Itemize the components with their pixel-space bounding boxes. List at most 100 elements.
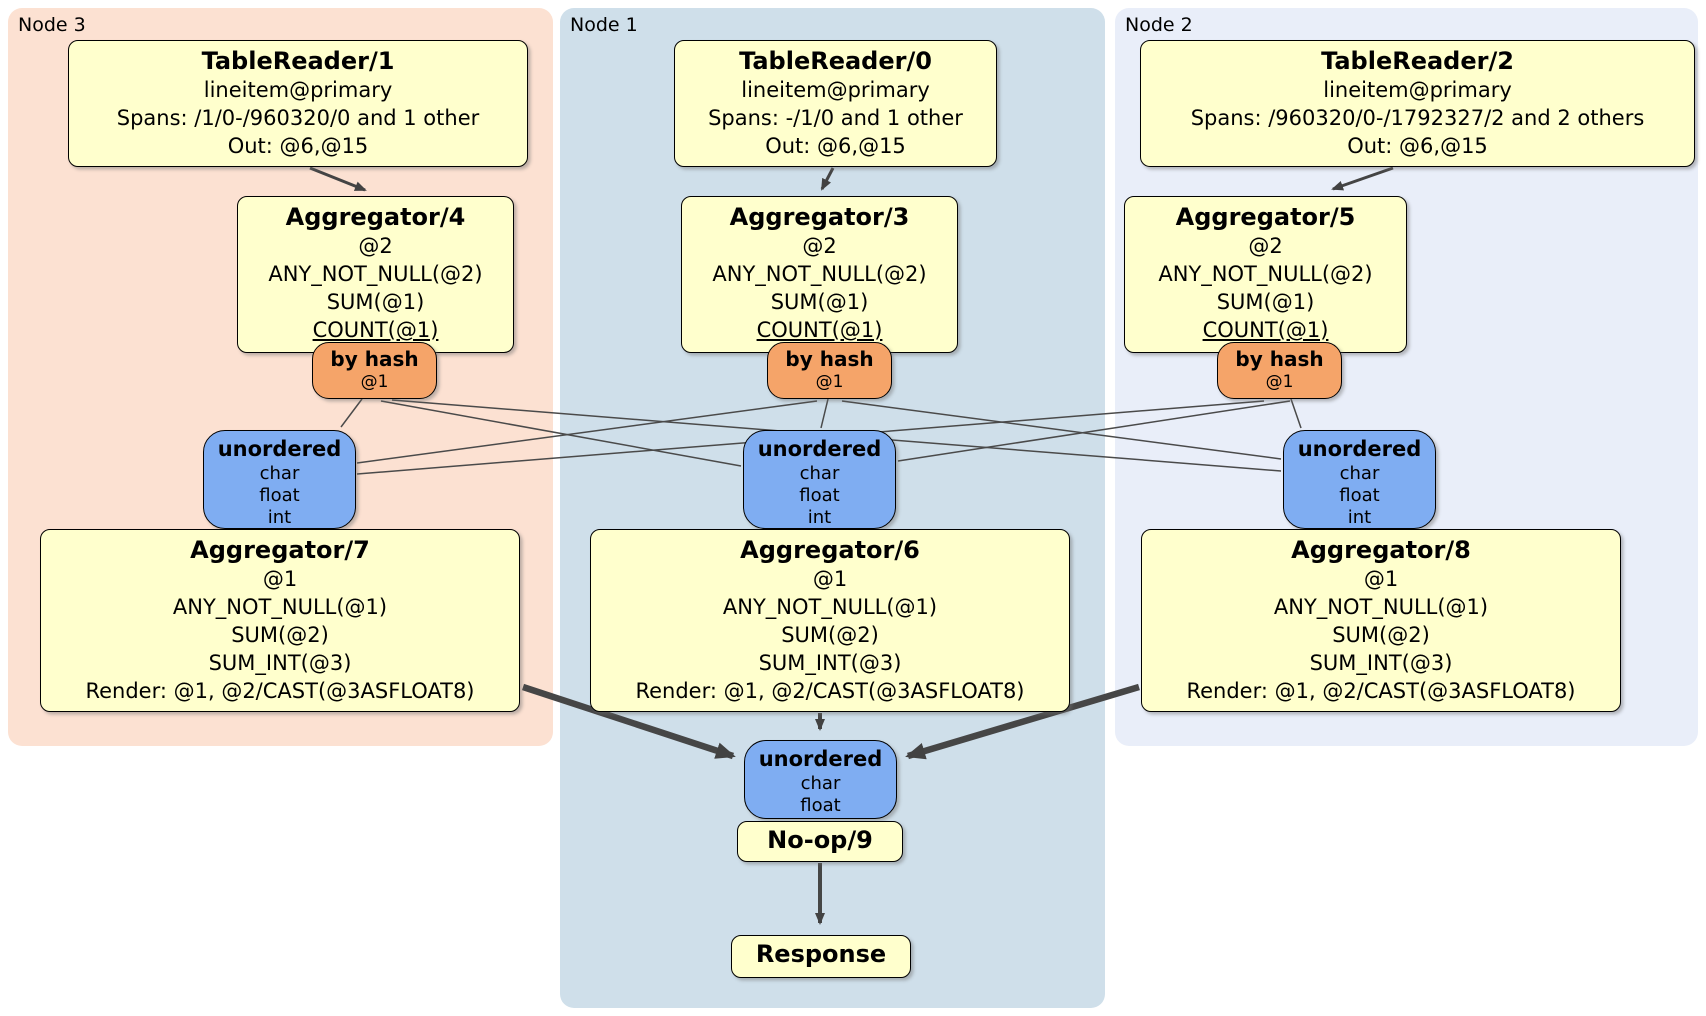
unordered-sync-node1-type: float bbox=[799, 485, 840, 506]
aggregator-8-render: Render: @1, @2/CAST(@3ASFLOAT8) bbox=[1186, 679, 1576, 703]
edge-tablereader1-aggregator4 bbox=[309, 166, 367, 192]
edge-hash2-unordered2 bbox=[1290, 398, 1302, 429]
aggregator-3-title: Aggregator/3 bbox=[729, 203, 910, 231]
aggregator-4-group-col: @2 bbox=[358, 234, 393, 258]
response-box: Response bbox=[731, 935, 911, 978]
tablereader-2-box: TableReader/2 lineitem@primary Spans: /9… bbox=[1140, 40, 1695, 167]
edge-hash3-unordered3 bbox=[340, 398, 363, 428]
unordered-sync-node3-title: unordered bbox=[217, 437, 342, 461]
aggregator-6-box: Aggregator/6 @1 ANY_NOT_NULL(@1) SUM(@2)… bbox=[590, 529, 1070, 712]
by-hash-router-node3-title: by hash bbox=[330, 347, 419, 371]
noop-title: No-op/9 bbox=[767, 826, 873, 854]
aggregator-3-expr: SUM(@1) bbox=[770, 290, 869, 314]
edge-hash1-unordered2 bbox=[841, 400, 1282, 460]
tablereader-0-out: Out: @6,@15 bbox=[765, 134, 906, 158]
aggregator-4-expr: COUNT(@1) bbox=[312, 318, 439, 342]
aggregator-5-title: Aggregator/5 bbox=[1175, 203, 1356, 231]
aggregator-5-expr: SUM(@1) bbox=[1216, 290, 1315, 314]
unordered-sync-node3-type: int bbox=[267, 507, 292, 528]
aggregator-3-group-col: @2 bbox=[802, 234, 837, 258]
tablereader-1-spans: Spans: /1/0-/960320/0 and 1 other bbox=[116, 106, 480, 130]
tablereader-1-title: TableReader/1 bbox=[201, 47, 395, 75]
aggregator-6-group-col: @1 bbox=[812, 567, 848, 591]
aggregator-7-render: Render: @1, @2/CAST(@3ASFLOAT8) bbox=[85, 679, 475, 703]
edge-aggregator8-unordered-final bbox=[905, 683, 1140, 760]
aggregator-8-box: Aggregator/8 @1 ANY_NOT_NULL(@1) SUM(@2)… bbox=[1141, 529, 1621, 712]
unordered-sync-node2: unordered char float int bbox=[1283, 430, 1436, 529]
by-hash-router-node2-title: by hash bbox=[1235, 347, 1324, 371]
edge-tablereader2-aggregator5 bbox=[1331, 166, 1394, 191]
tablereader-2-index: lineitem@primary bbox=[1323, 78, 1512, 102]
unordered-sync-final-type: char bbox=[800, 773, 841, 794]
aggregator-3-expr: ANY_NOT_NULL(@2) bbox=[712, 262, 927, 286]
tablereader-2-spans: Spans: /960320/0-/1792327/2 and 2 others bbox=[1190, 106, 1645, 130]
tablereader-0-spans: Spans: -/1/0 and 1 other bbox=[708, 106, 963, 130]
panel-node-1-label: Node 1 bbox=[570, 14, 638, 36]
aggregator-8-expr: SUM(@2) bbox=[1332, 623, 1430, 647]
unordered-sync-node1-type: int bbox=[807, 507, 832, 528]
unordered-sync-final: unordered char float bbox=[744, 740, 897, 819]
by-hash-router-node3: by hash @1 bbox=[312, 342, 437, 399]
aggregator-5-group-col: @2 bbox=[1248, 234, 1283, 258]
by-hash-router-node1-column: @1 bbox=[815, 372, 844, 392]
aggregator-8-title: Aggregator/8 bbox=[1291, 536, 1471, 564]
tablereader-2-title: TableReader/2 bbox=[1321, 47, 1514, 75]
unordered-sync-node3-type: float bbox=[259, 485, 300, 506]
unordered-sync-final-type: float bbox=[800, 795, 841, 816]
aggregator-5-expr: COUNT(@1) bbox=[1202, 318, 1329, 342]
aggregator-7-expr: SUM_INT(@3) bbox=[208, 651, 352, 675]
aggregator-7-expr: SUM(@2) bbox=[231, 623, 329, 647]
aggregator-4-box: Aggregator/4 @2 ANY_NOT_NULL(@2) SUM(@1)… bbox=[237, 196, 514, 353]
by-hash-router-node1: by hash @1 bbox=[767, 342, 892, 399]
edge-hash1-unordered1 bbox=[820, 398, 829, 429]
unordered-sync-node1: unordered char float int bbox=[743, 430, 896, 529]
aggregator-6-title: Aggregator/6 bbox=[740, 536, 920, 564]
unordered-sync-final-title: unordered bbox=[758, 747, 883, 771]
tablereader-1-index: lineitem@primary bbox=[203, 78, 393, 102]
tablereader-0-index: lineitem@primary bbox=[741, 78, 930, 102]
aggregator-3-expr: COUNT(@1) bbox=[756, 318, 883, 342]
unordered-sync-node2-type: float bbox=[1339, 485, 1380, 506]
tablereader-1-box: TableReader/1 lineitem@primary Spans: /1… bbox=[68, 40, 528, 167]
aggregator-5-box: Aggregator/5 @2 ANY_NOT_NULL(@2) SUM(@1)… bbox=[1124, 196, 1407, 353]
unordered-sync-node2-type: char bbox=[1339, 463, 1380, 484]
by-hash-router-node2: by hash @1 bbox=[1217, 342, 1342, 399]
tablereader-2-out: Out: @6,@15 bbox=[1347, 134, 1488, 158]
edge-aggregator7-unordered-final bbox=[521, 683, 736, 760]
aggregator-7-box: Aggregator/7 @1 ANY_NOT_NULL(@1) SUM(@2)… bbox=[40, 529, 520, 712]
tablereader-0-box: TableReader/0 lineitem@primary Spans: -/… bbox=[674, 40, 997, 167]
edge-hash3-unordered1 bbox=[380, 400, 742, 467]
unordered-sync-node3-type: char bbox=[259, 463, 300, 484]
by-hash-router-node1-title: by hash bbox=[785, 347, 874, 371]
aggregator-6-expr: ANY_NOT_NULL(@1) bbox=[722, 595, 938, 619]
unordered-sync-node1-type: char bbox=[799, 463, 840, 484]
edge-hash2-unordered1 bbox=[897, 400, 1291, 462]
response-title: Response bbox=[755, 940, 887, 968]
unordered-sync-node2-title: unordered bbox=[1297, 437, 1422, 461]
aggregator-7-title: Aggregator/7 bbox=[190, 536, 370, 564]
by-hash-router-node3-column: @1 bbox=[360, 372, 389, 392]
aggregator-8-expr: SUM_INT(@3) bbox=[1309, 651, 1453, 675]
aggregator-8-group-col: @1 bbox=[1363, 567, 1399, 591]
aggregator-6-render: Render: @1, @2/CAST(@3ASFLOAT8) bbox=[635, 679, 1025, 703]
aggregator-7-group-col: @1 bbox=[262, 567, 298, 591]
unordered-sync-node2-type: int bbox=[1347, 507, 1372, 528]
aggregator-6-expr: SUM_INT(@3) bbox=[758, 651, 902, 675]
edge-tablereader0-aggregator3 bbox=[820, 167, 835, 191]
aggregator-4-expr: SUM(@1) bbox=[326, 290, 425, 314]
noop-box: No-op/9 bbox=[737, 821, 903, 862]
tablereader-1-out: Out: @6,@15 bbox=[227, 134, 369, 158]
aggregator-8-expr: ANY_NOT_NULL(@1) bbox=[1273, 595, 1489, 619]
edge-hash1-unordered3 bbox=[356, 400, 818, 464]
unordered-sync-node1-title: unordered bbox=[757, 437, 882, 461]
aggregator-5-expr: ANY_NOT_NULL(@2) bbox=[1158, 262, 1373, 286]
aggregator-6-expr: SUM(@2) bbox=[781, 623, 879, 647]
tablereader-0-title: TableReader/0 bbox=[739, 47, 932, 75]
aggregator-4-expr: ANY_NOT_NULL(@2) bbox=[268, 262, 483, 286]
unordered-sync-node3: unordered char float int bbox=[203, 430, 356, 529]
aggregator-7-expr: ANY_NOT_NULL(@1) bbox=[172, 595, 388, 619]
by-hash-router-node2-column: @1 bbox=[1265, 372, 1294, 392]
panel-node-2-label: Node 2 bbox=[1125, 14, 1193, 36]
